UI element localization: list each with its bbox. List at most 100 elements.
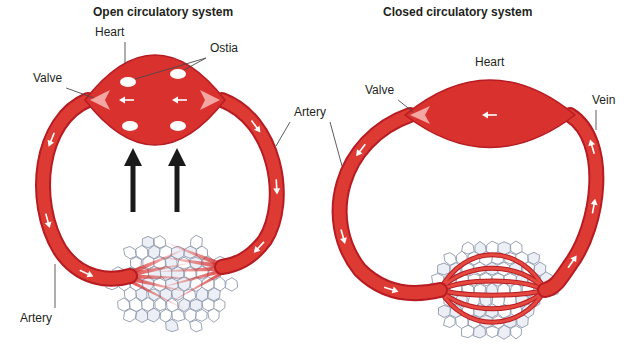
capillary xyxy=(440,290,545,322)
tissue-cell xyxy=(208,309,220,323)
tissue-cell xyxy=(474,325,486,338)
blood-streak xyxy=(150,266,224,272)
valve-flap xyxy=(90,100,110,110)
return-arrows xyxy=(124,148,186,212)
flow-arrow xyxy=(589,198,599,214)
tissue-cell xyxy=(511,326,522,339)
artery-vessel xyxy=(222,100,277,267)
tissue-cell xyxy=(148,308,160,322)
part-label: Vein xyxy=(591,93,616,107)
valve-flap xyxy=(410,115,430,124)
flow-arrow xyxy=(338,229,349,245)
flow-arrow-head xyxy=(482,112,488,119)
flow-arrow-head xyxy=(591,198,599,205)
capillary xyxy=(440,268,545,290)
capillary xyxy=(440,255,545,290)
flow-arrows xyxy=(42,97,598,296)
tissue-cell xyxy=(438,263,451,275)
vein-vessel xyxy=(545,115,596,290)
flow-arrow xyxy=(249,118,264,134)
ostium xyxy=(122,121,138,131)
valve-flap xyxy=(90,90,110,100)
tissue-cell xyxy=(136,309,149,323)
artery-vessel xyxy=(340,115,440,293)
ostium xyxy=(170,69,186,79)
capillary xyxy=(440,281,545,290)
flow-guide xyxy=(430,115,550,116)
flow-arrow xyxy=(273,179,281,194)
tissue-cell xyxy=(124,247,137,259)
leader-line xyxy=(276,122,290,146)
artery-vessel xyxy=(222,100,277,267)
blood-streak xyxy=(128,278,190,312)
heart-shape xyxy=(405,80,575,148)
flow-arrow-head xyxy=(273,188,280,194)
flow-arrow-head xyxy=(45,221,53,229)
flow-arrow xyxy=(482,112,497,119)
leader-line xyxy=(596,110,597,130)
vein-vessel xyxy=(545,115,596,290)
return-arrow xyxy=(175,164,180,212)
flow-arrow xyxy=(251,239,266,255)
part-label: Valve xyxy=(364,83,395,97)
tissue-cell xyxy=(190,320,202,332)
valve-flap xyxy=(200,90,220,100)
flow-arrow-head xyxy=(254,126,263,135)
flow-arrow xyxy=(42,213,53,229)
flow-arrow xyxy=(565,253,579,269)
leader-line xyxy=(330,122,342,166)
leader-line xyxy=(55,264,56,308)
flow-arrow xyxy=(353,142,368,158)
flow-arrow-head xyxy=(86,271,94,280)
part-label: Heart xyxy=(474,55,505,69)
part-label: Artery xyxy=(19,311,53,325)
leader-line xyxy=(125,42,126,64)
blood-streak xyxy=(160,270,224,308)
capillary-bed xyxy=(440,255,545,323)
ostia-openings xyxy=(120,69,186,131)
capillary xyxy=(440,290,545,322)
flow-arrow xyxy=(383,284,399,295)
tissue-cell xyxy=(185,309,197,322)
tissue-cell xyxy=(124,309,137,322)
capillary xyxy=(440,290,545,295)
flow-arrow-head xyxy=(353,149,362,158)
capillary xyxy=(440,290,545,309)
leader-lines xyxy=(55,42,596,308)
flow-arrow-head xyxy=(392,287,400,295)
tissue-cell xyxy=(498,325,511,339)
flow-arrow xyxy=(45,131,57,148)
return-arrow xyxy=(124,148,142,166)
tissue-cell xyxy=(438,305,450,317)
heart-shape xyxy=(85,55,225,145)
system-heading: Open circulatory system xyxy=(92,5,234,19)
return-arrow xyxy=(168,148,186,166)
part-label: Valve xyxy=(32,71,63,85)
capillary xyxy=(440,255,545,290)
hemolymph-sinus xyxy=(128,240,224,312)
flow-arrow-head xyxy=(119,97,125,104)
leader-line xyxy=(135,58,206,79)
capillary xyxy=(440,290,545,295)
capillary xyxy=(440,281,545,290)
ostium xyxy=(120,77,136,87)
flow-arrow-head xyxy=(570,253,579,262)
tissue-cell xyxy=(166,319,179,331)
artery-vessel xyxy=(340,115,440,293)
leader-line xyxy=(66,88,94,98)
valve-flap xyxy=(410,106,430,115)
part-label: Artery xyxy=(293,105,327,119)
blood-streak xyxy=(128,274,198,279)
tissue-cell xyxy=(118,298,130,311)
flow-arrow-head xyxy=(340,237,348,245)
flow-arrow-head xyxy=(172,97,178,104)
capillary xyxy=(440,268,545,290)
system-heading: Closed circulatory system xyxy=(382,5,533,19)
flow-arrow-head xyxy=(251,246,260,255)
tissue-cell xyxy=(196,309,207,321)
tissue-cell xyxy=(142,236,153,248)
tissue-cell xyxy=(444,316,456,328)
